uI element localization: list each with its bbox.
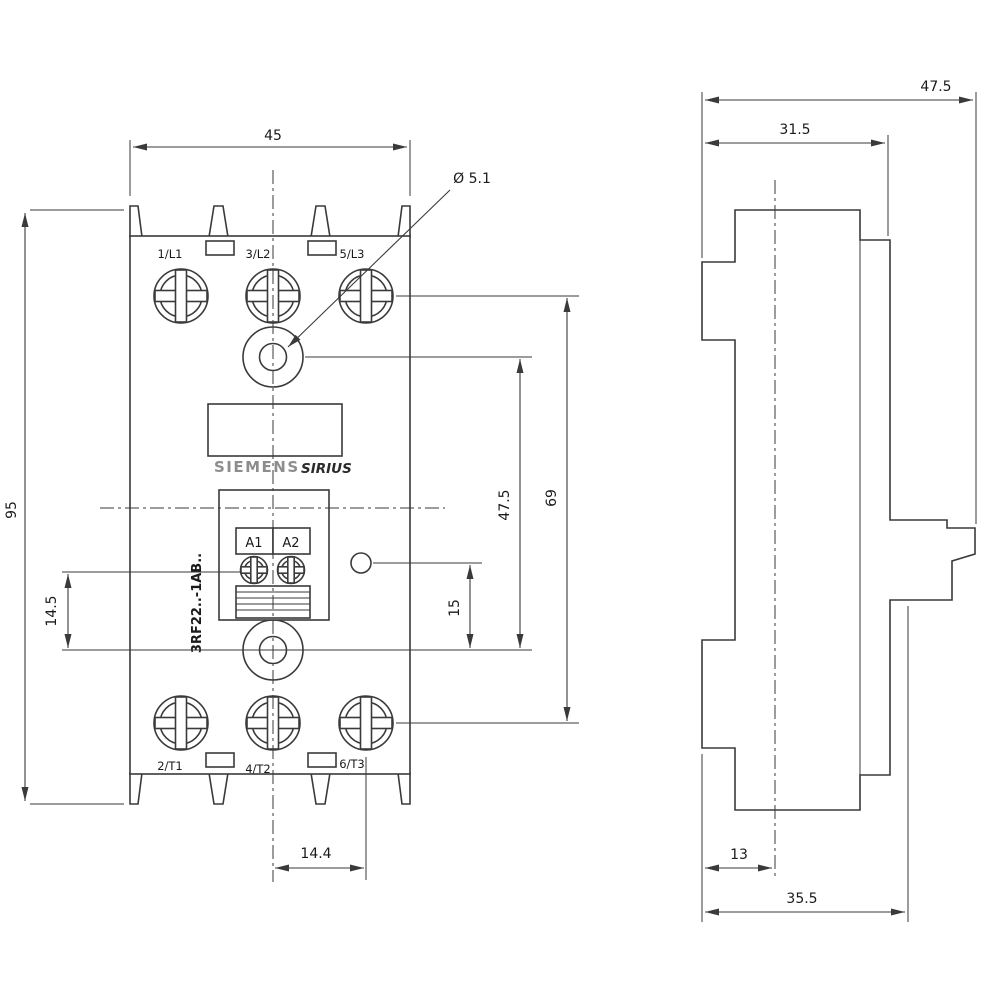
front-tab [208, 205, 229, 238]
dim-height: 95 [4, 501, 20, 519]
hole-diameter-label: Ø 5.1 [453, 171, 491, 187]
front-tab [208, 772, 229, 805]
screw-5L3 [338, 268, 394, 324]
front-tab [129, 205, 143, 238]
series-text: SIRIUS [301, 461, 352, 477]
dim-rail-depth: 35.5 [786, 891, 817, 907]
dim-body-depth: 31.5 [779, 122, 810, 138]
front-tab [397, 772, 411, 805]
dim-circle-to-hole: 15 [447, 599, 463, 617]
dim-overall-depth: 47.5 [920, 79, 951, 95]
front-centerlines [100, 170, 445, 882]
coil-a1-box [235, 527, 274, 555]
front-tab [310, 772, 331, 805]
screw-1L1 [153, 268, 209, 324]
terminal-label-5l3: 5/L3 [340, 247, 365, 261]
coil-screw-a2 [276, 555, 306, 585]
screw-2T1 [153, 695, 209, 751]
coil-label-a2: A2 [282, 536, 299, 551]
label-plate [207, 403, 343, 457]
dimensions: 45 95 14.5 15 47.5 69 14.4 Ø 5.1 [4, 79, 977, 922]
clamp-rect [307, 752, 337, 768]
front-labels: 1/L1 3/L2 5/L3 2/T1 4/T2 6/T3 A1 A2 SIEM… [157, 247, 365, 776]
dim-left-offset: 14.5 [44, 595, 60, 626]
terminal-label-2t1: 2/T1 [157, 759, 183, 773]
clamp-rect [307, 240, 337, 256]
model-text: 3RF22..-1AB.. [190, 553, 205, 653]
coil-terminal-block [218, 489, 372, 621]
terminal-label-6t3: 6/T3 [339, 757, 365, 771]
terminal-label-4t2: 4/T2 [245, 762, 271, 776]
terminal-label-1l1: 1/L1 [158, 247, 183, 261]
clamp-rect [205, 752, 235, 768]
side-view [701, 180, 976, 880]
dim-front-offset: 13 [730, 847, 748, 863]
dim-terminal-span: 69 [544, 489, 560, 507]
front-tab [310, 205, 331, 238]
dim-bottom-offset: 14.4 [300, 846, 331, 862]
coil-screw-a1 [239, 555, 269, 585]
brand-text: SIEMENS [214, 458, 300, 476]
dim-hole-spacing: 47.5 [497, 489, 513, 520]
side-body-outline [701, 209, 976, 811]
dim-width: 45 [264, 128, 282, 144]
indicator-circle [350, 552, 372, 574]
terminal-label-3l2: 3/L2 [246, 247, 271, 261]
screw-6T3 [338, 695, 394, 751]
hole-leader-line [287, 189, 451, 348]
coil-label-a1: A1 [245, 536, 262, 551]
coil-a2-box [272, 527, 311, 555]
front-tab [129, 772, 143, 805]
clamp-rect [205, 240, 235, 256]
front-view: 1/L1 3/L2 5/L3 2/T1 4/T2 6/T3 A1 A2 SIEM… [100, 170, 445, 882]
front-tab [397, 205, 411, 238]
